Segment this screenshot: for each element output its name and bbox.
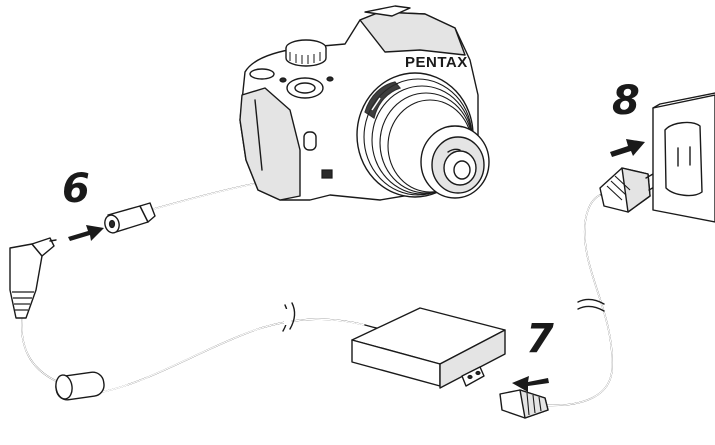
wall-outlet-icon: [652, 92, 715, 223]
dc-cable: [21, 182, 393, 393]
dc-plug-icon: [9, 237, 57, 319]
ac-adapter-icon: [351, 307, 506, 389]
lens-icon: [356, 72, 490, 199]
step-7-label: 7: [526, 316, 554, 362]
arrow-icon: [68, 139, 645, 392]
ac-wall-plug-icon: [599, 167, 664, 213]
ferrite-core: [55, 371, 105, 401]
step-8-label: 8: [612, 78, 640, 124]
dc-input-connector: [104, 202, 156, 234]
camera-brand-label: PENTAX: [405, 54, 468, 71]
ac-power-cord: [539, 194, 613, 407]
ac-inlet-plug-icon: [499, 389, 549, 419]
step-6-label: 6: [62, 166, 90, 212]
